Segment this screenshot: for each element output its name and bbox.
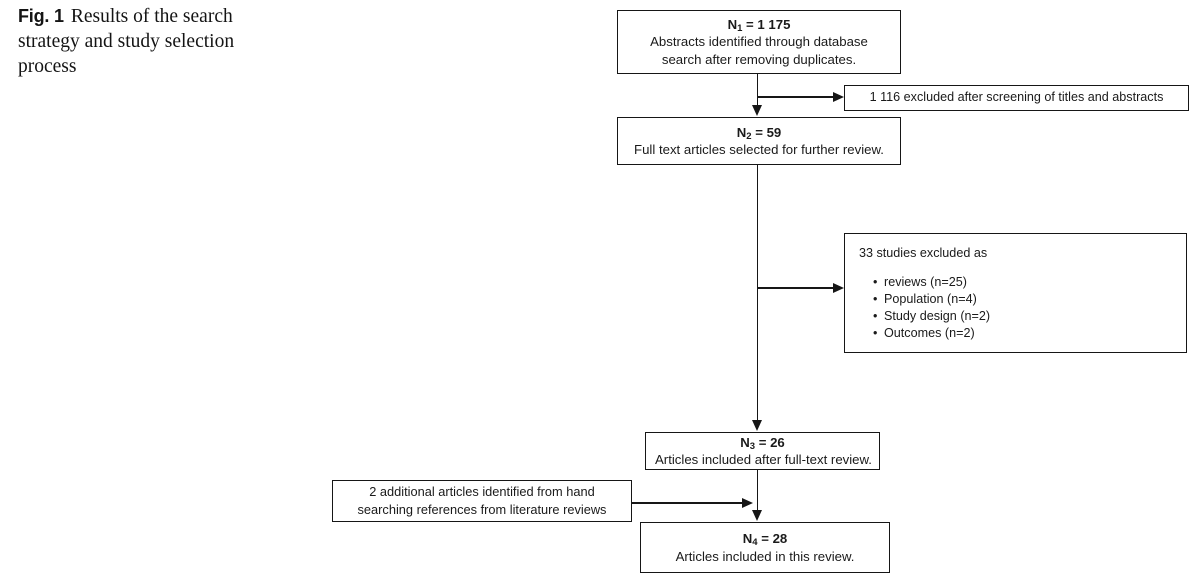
arrow-down-to-n3-icon bbox=[752, 420, 762, 431]
arrow-down-to-n2-icon bbox=[752, 105, 762, 116]
n1-line-1: Abstracts identified through database bbox=[650, 34, 868, 50]
n3-headline: N3 = 26 bbox=[740, 434, 785, 452]
arrow-right-from-hand-search-icon bbox=[742, 498, 753, 508]
excluded-titles-text: 1 116 excluded after screening of titles… bbox=[869, 90, 1164, 105]
box-articles-included-full-text: N3 = 26 Articles included after full-tex… bbox=[645, 432, 880, 470]
n4-headline: N4 = 28 bbox=[742, 531, 788, 549]
excluded-studies-heading: 33 studies excluded as bbox=[859, 246, 988, 260]
list-item: Population (n=4) bbox=[873, 291, 990, 308]
n3-line-1: Articles included after full-text review… bbox=[655, 452, 872, 467]
connector-n1-to-n2-line bbox=[756, 74, 759, 106]
figure-caption-text: Results of the search strategy and study… bbox=[18, 6, 235, 77]
box-hand-search-additional-articles: 2 additional articles identified from ha… bbox=[332, 480, 632, 522]
list-item: Outcomes (n=2) bbox=[873, 325, 990, 342]
connector-n1-to-excluded-line bbox=[757, 96, 835, 98]
arrow-right-to-excluded-studies-icon bbox=[833, 283, 844, 293]
n1-headline: N1 = 1 175 bbox=[727, 16, 791, 34]
n1-line-2: search after removing duplicates. bbox=[661, 51, 857, 67]
hand-search-line-2: searching references from literature rev… bbox=[357, 502, 607, 517]
list-item: Study design (n=2) bbox=[873, 308, 990, 325]
connector-n2-to-n3-line bbox=[756, 165, 759, 421]
connector-hand-search-to-n4-line bbox=[632, 502, 744, 504]
connector-n3-to-n4-line bbox=[756, 470, 759, 511]
n2-headline: N2 = 59 bbox=[736, 124, 782, 142]
arrow-down-to-n4-icon bbox=[752, 510, 762, 521]
connector-n2-to-excluded-studies-line bbox=[757, 287, 835, 289]
box-abstracts-identified: N1 = 1 175 Abstracts identified through … bbox=[617, 10, 901, 74]
arrow-right-to-excluded-titles-icon bbox=[833, 92, 844, 102]
n4-line-1: Articles included in this review. bbox=[675, 548, 855, 564]
box-articles-included-review: N4 = 28 Articles included in this review… bbox=[640, 522, 890, 573]
list-item: reviews (n=25) bbox=[873, 274, 990, 291]
figure-number-label: Fig. 1 bbox=[18, 6, 64, 26]
excluded-studies-reason-list: reviews (n=25) Population (n=4) Study de… bbox=[859, 274, 990, 342]
n2-line-1: Full text articles selected for further … bbox=[634, 142, 884, 157]
box-excluded-studies-reasons: 33 studies excluded as reviews (n=25) Po… bbox=[844, 233, 1187, 353]
hand-search-line-1: 2 additional articles identified from ha… bbox=[369, 484, 595, 499]
box-full-text-selected: N2 = 59 Full text articles selected for … bbox=[617, 117, 901, 165]
box-excluded-titles-abstracts: 1 116 excluded after screening of titles… bbox=[844, 85, 1189, 111]
